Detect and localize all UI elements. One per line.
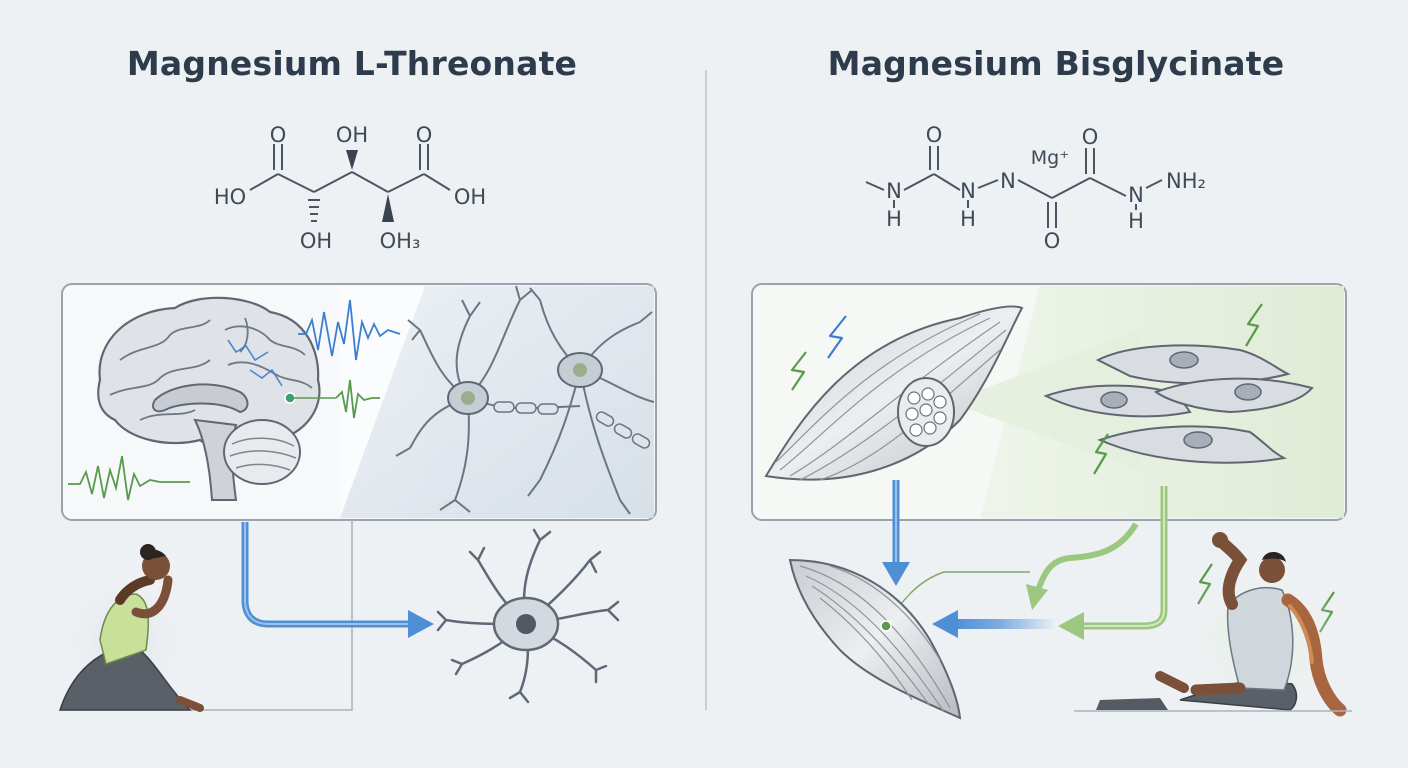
wedge-bond <box>382 194 394 222</box>
atom-label: N <box>1128 183 1144 207</box>
atom-label: OH <box>454 185 486 209</box>
blue-arrow <box>241 522 434 638</box>
person-flexing-icon <box>1096 532 1347 720</box>
blue-arrow <box>932 610 1056 638</box>
left-panel-title: Magnesium L-Threonate <box>126 44 578 83</box>
atom-label: O <box>270 123 287 147</box>
brain-wave-blue <box>298 299 401 361</box>
atom-label: OH₃ <box>380 229 421 253</box>
wedge-bond <box>346 150 358 170</box>
blue-arrow <box>882 480 910 586</box>
person-meditating-icon <box>55 544 204 712</box>
atom-label: O <box>416 123 433 147</box>
green-arrow <box>1058 486 1168 640</box>
atom-label: H <box>886 207 902 231</box>
myelin-sheath <box>493 401 651 449</box>
muscle-fiber-icon <box>764 305 1024 481</box>
brain-icon <box>97 296 321 501</box>
brain-wave-green <box>68 455 190 501</box>
green-arrow <box>1026 522 1139 610</box>
muscle-fiber-icon <box>788 558 962 720</box>
bisglycinate-molecule <box>865 146 1163 228</box>
atom-label: H <box>1128 209 1144 233</box>
atom-label: NH₂ <box>1166 169 1206 193</box>
atom-label: HO <box>214 185 246 209</box>
threonate-molecule <box>249 144 451 222</box>
atom-label: O <box>1044 229 1061 253</box>
right-panel-title: Magnesium Bisglycinate <box>827 44 1285 83</box>
atom-label: N <box>960 179 976 203</box>
atom-label: OH <box>300 229 332 253</box>
atom-label: Mg⁺ <box>1031 147 1069 169</box>
brain-wave-green <box>294 379 380 419</box>
neuron-nucleus <box>461 391 475 405</box>
atom-label: O <box>1082 125 1099 149</box>
neuron-icon <box>395 285 655 515</box>
atom-label: OH <box>336 123 368 147</box>
astrocyte-nucleus <box>516 614 536 634</box>
muscle-cell-nucleus <box>1100 351 1262 449</box>
atom-label: N <box>1000 169 1016 193</box>
atom-label: O <box>926 123 943 147</box>
neuron-nucleus <box>573 363 587 377</box>
atom-label: N <box>886 179 902 203</box>
atom-label: H <box>960 207 976 231</box>
